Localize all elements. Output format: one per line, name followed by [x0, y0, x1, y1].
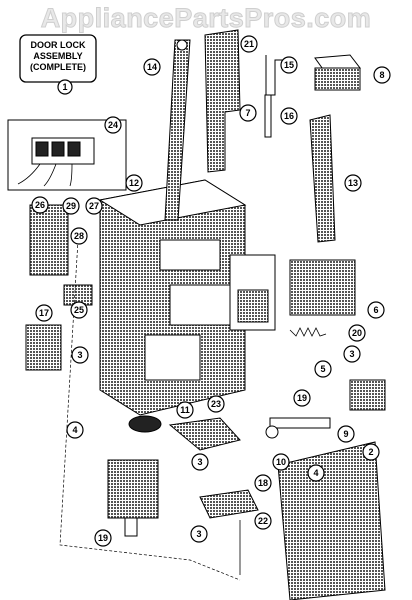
svg-text:15: 15: [284, 60, 294, 70]
connector-inset: [7, 119, 127, 191]
svg-text:2: 2: [368, 447, 373, 457]
callout-10: 10: [272, 453, 290, 471]
svg-text:25: 25: [74, 305, 84, 315]
svg-text:19: 19: [98, 533, 108, 543]
callout-24: 24: [104, 116, 122, 134]
svg-text:3: 3: [77, 350, 82, 360]
callout-2: 2: [362, 443, 380, 461]
svg-text:3: 3: [196, 529, 201, 539]
spring: [289, 327, 327, 337]
callout-25: 25: [70, 301, 88, 319]
svg-text:22: 22: [258, 516, 268, 526]
rod: [264, 94, 272, 138]
svg-text:3: 3: [349, 349, 354, 359]
guide-line: [59, 239, 241, 581]
callout-17: 17: [35, 304, 53, 322]
lock-housing: [98, 179, 276, 416]
svg-text:4: 4: [72, 425, 77, 435]
svg-text:5: 5: [320, 364, 325, 374]
callout-6: 6: [367, 301, 385, 319]
callout-19a: 19: [293, 389, 311, 407]
svg-text:21: 21: [244, 39, 254, 49]
pin: [265, 55, 284, 96]
watermark: AppliancePartsPros.com: [40, 3, 372, 34]
plunger: [265, 417, 331, 439]
svg-text:12: 12: [129, 178, 139, 188]
cam-bracket: [168, 417, 241, 451]
callout-20: 20: [348, 324, 366, 342]
svg-text:23: 23: [211, 399, 221, 409]
callout-5: 5: [314, 360, 332, 378]
svg-text:7: 7: [245, 108, 250, 118]
svg-text:13: 13: [348, 178, 358, 188]
svg-text:9: 9: [343, 429, 348, 439]
callout-26: 26: [31, 196, 49, 214]
svg-text:6: 6: [373, 305, 378, 315]
title-number: 1: [57, 79, 73, 95]
callout-23: 23: [207, 395, 225, 413]
svg-text:14: 14: [147, 62, 157, 72]
title-line1: DOOR LOCK: [31, 40, 86, 50]
micro-switch: [25, 324, 62, 371]
svg-text:27: 27: [89, 201, 99, 211]
svg-text:8: 8: [379, 70, 384, 80]
svg-text:28: 28: [74, 231, 84, 241]
svg-text:29: 29: [66, 201, 76, 211]
slide-plate: [204, 29, 241, 173]
callout-12: 12: [125, 174, 143, 192]
switch: [314, 54, 361, 91]
callout-22: 22: [254, 512, 272, 530]
svg-text:18: 18: [258, 478, 268, 488]
callout-19b: 19: [94, 529, 112, 547]
callout-3c: 3: [191, 453, 209, 471]
svg-text:10: 10: [276, 457, 286, 467]
callout-14: 14: [143, 58, 161, 76]
coil: [128, 415, 162, 433]
title-box: DOOR LOCK ASSEMBLY (COMPLETE) 1: [19, 34, 97, 95]
svg-text:1: 1: [62, 82, 67, 92]
title-line3: (COMPLETE): [30, 62, 86, 72]
callout-3d: 3: [190, 525, 208, 543]
svg-text:3: 3: [197, 457, 202, 467]
solenoid-bottom: [107, 459, 159, 537]
callout-28: 28: [70, 227, 88, 245]
solenoid-right: [349, 379, 386, 411]
callout-18: 18: [254, 474, 272, 492]
svg-text:11: 11: [180, 405, 190, 415]
latch: [199, 489, 259, 519]
heater-plate: [289, 259, 356, 316]
callout-11: 11: [176, 401, 194, 419]
svg-text:19: 19: [297, 393, 307, 403]
title-line2: ASSEMBLY: [33, 51, 82, 61]
callout-15: 15: [280, 56, 298, 74]
callout-3a: 3: [71, 346, 89, 364]
callout-3b: 3: [343, 345, 361, 363]
svg-text:24: 24: [108, 120, 118, 130]
callout-21: 21: [240, 35, 258, 53]
callout-27: 27: [85, 197, 103, 215]
callout-4b: 4: [307, 464, 325, 482]
callout-13: 13: [344, 174, 362, 192]
cover-plate: [277, 441, 386, 600]
callout-7: 7: [239, 104, 257, 122]
svg-text:26: 26: [35, 200, 45, 210]
callout-4a: 4: [66, 421, 84, 439]
lever-arm: [164, 39, 191, 221]
svg-text:17: 17: [39, 308, 49, 318]
callout-16: 16: [280, 107, 298, 125]
bracket: [309, 114, 336, 243]
mounting-plate: [29, 204, 69, 276]
svg-text:16: 16: [284, 111, 294, 121]
svg-text:4: 4: [313, 468, 318, 478]
callout-8: 8: [373, 66, 391, 84]
callout-29: 29: [62, 197, 80, 215]
svg-text:20: 20: [352, 328, 362, 338]
callout-9: 9: [337, 425, 355, 443]
